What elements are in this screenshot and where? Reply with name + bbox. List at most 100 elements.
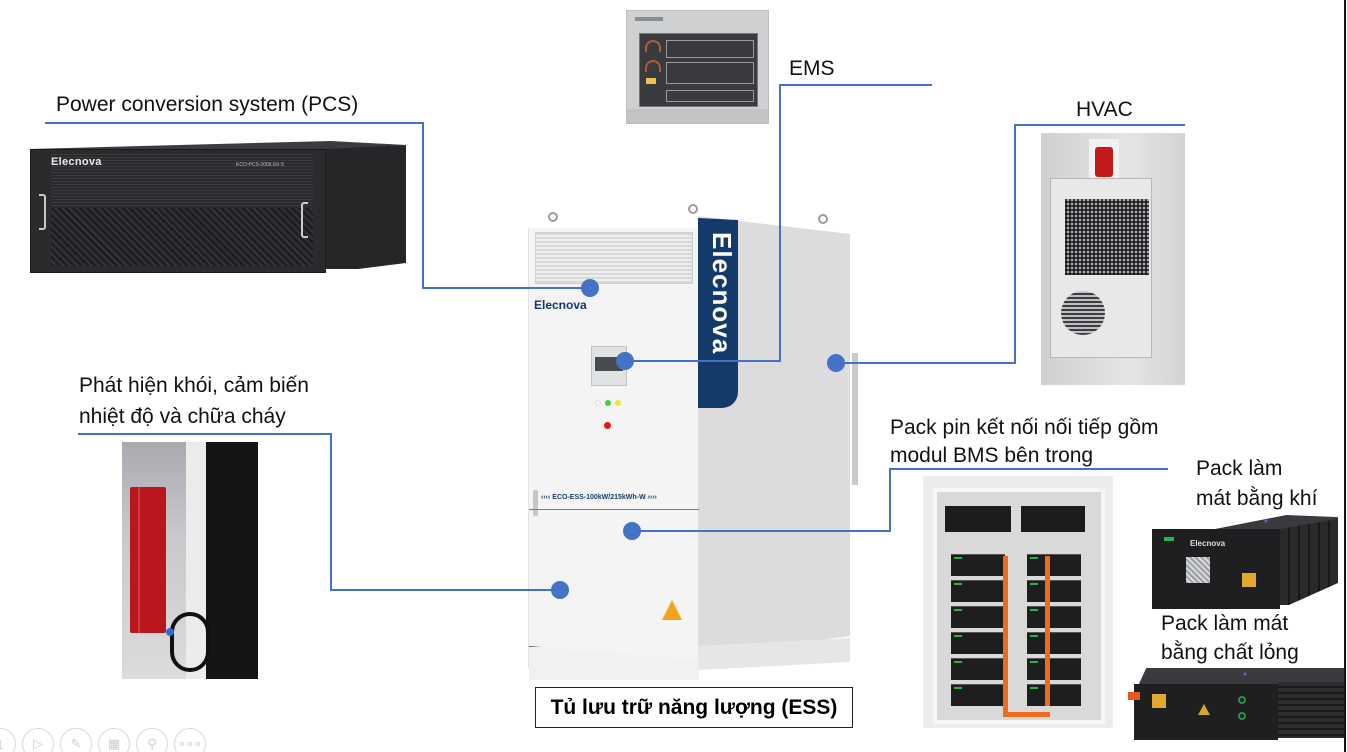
label-ems: EMS	[789, 57, 835, 80]
pcs-handle	[39, 194, 46, 230]
slide-right-border	[1344, 0, 1346, 752]
battery-module	[1027, 632, 1081, 654]
more-options-button[interactable]: ∘∘∘	[174, 728, 206, 752]
label-fire-line2: nhiệt độ và chữa cháy	[79, 405, 286, 428]
warning-triangle-icon	[1198, 704, 1210, 715]
pcs-image: Elecnova ECO-PCS-200/LE6-S	[30, 141, 410, 283]
warning-triangle-icon	[662, 600, 682, 620]
series-cable	[1003, 556, 1008, 716]
battery-module	[1027, 580, 1081, 602]
pen-button[interactable]: ✎	[60, 728, 92, 752]
label-air-pack-line1: Pack làm	[1196, 457, 1283, 480]
fire-cabinet-door	[206, 442, 258, 679]
slides-grid-icon: ▦	[107, 736, 121, 751]
air-cooled-pack-image: Elecnova	[1150, 515, 1338, 613]
pcs-fan-mesh	[51, 208, 313, 266]
coolant-port	[1238, 696, 1246, 704]
fire-suppression-image	[122, 442, 258, 679]
play-icon: ▷	[33, 736, 43, 751]
air-pack-front	[1152, 529, 1280, 609]
battery-module	[1027, 554, 1081, 576]
ess-control-panel	[591, 346, 627, 386]
slides-grid-button[interactable]: ▦	[98, 728, 130, 752]
series-cable	[1045, 556, 1050, 706]
module-tag	[1030, 557, 1038, 559]
lifting-lug	[818, 214, 828, 224]
label-liquid-pack-line1: Pack làm mát	[1161, 612, 1289, 635]
previous-slide-icon: 1	[0, 737, 4, 752]
series-cable	[1003, 712, 1050, 717]
emergency-stop-button	[604, 422, 611, 429]
previous-slide-button[interactable]: 1	[0, 728, 16, 752]
liquid-pack-side	[1278, 682, 1344, 738]
hvac-grille	[1065, 199, 1149, 275]
hvac-image	[1041, 133, 1185, 385]
ems-gauge	[645, 40, 661, 52]
ess-front-door: Elecnova ‹‹‹‹ ECO-ESS-100kW/215kWh-W ›››…	[528, 228, 699, 680]
hvac-fan	[1061, 291, 1105, 335]
pcs-model-label: ECO-PCS-200/LE6-S	[236, 162, 285, 168]
label-liquid-pack-line2: bằng chất lỏng	[1161, 641, 1299, 664]
coolant-port	[1238, 712, 1246, 720]
rack-controller	[1021, 506, 1085, 532]
module-tag	[1030, 687, 1038, 689]
ess-plinth	[529, 646, 699, 680]
play-button[interactable]: ▷	[22, 728, 54, 752]
ems-display	[639, 33, 758, 107]
lifting-lug	[548, 212, 558, 222]
ess-cabinet-image: Elecnova Elecnova ‹‹‹‹ ECO-ESS-100kW/215…	[528, 198, 858, 680]
ess-door-handle	[533, 490, 538, 516]
air-pack-fan	[1186, 557, 1210, 583]
ems-bezel	[627, 109, 768, 123]
battery-module	[951, 580, 1005, 602]
battery-module	[951, 658, 1005, 680]
air-pack-brand: Elecnova	[1190, 539, 1226, 548]
liquid-cooled-pack-image	[1128, 668, 1344, 746]
status-led-green	[605, 400, 611, 406]
module-tag	[1030, 609, 1038, 611]
ess-vent-grille	[535, 232, 693, 284]
module-tag	[1030, 583, 1038, 585]
air-pack-side	[1280, 519, 1338, 605]
zoom-button[interactable]: ⚲	[136, 728, 168, 752]
lifting-lug	[688, 204, 698, 214]
module-tag	[954, 687, 962, 689]
module-tag	[1030, 635, 1038, 637]
pen-icon: ✎	[70, 736, 82, 751]
sensor-cable	[170, 612, 210, 672]
ess-side-hinge	[852, 353, 858, 485]
module-tag	[954, 635, 962, 637]
liquid-pack-power-connector	[1128, 692, 1140, 700]
label-hvac: HVAC	[1076, 98, 1133, 121]
ess-caption: Tủ lưu trữ năng lượng (ESS)	[550, 695, 838, 719]
pcs-side-panel	[326, 145, 406, 269]
pcs-handle	[301, 202, 308, 238]
ess-brand-logo: Elecnova	[534, 298, 587, 312]
presenter-toolbar: 1 ▷ ✎ ▦ ⚲ ∘∘∘	[0, 728, 206, 752]
module-tag	[954, 661, 962, 663]
battery-module	[951, 684, 1005, 706]
fire-extinguisher-unit	[130, 487, 166, 633]
ess-caption-box: Tủ lưu trữ năng lượng (ESS)	[535, 687, 853, 728]
battery-module	[951, 632, 1005, 654]
label-fire-line1: Phát hiện khói, cảm biến	[79, 374, 309, 397]
battery-module	[1027, 658, 1081, 680]
ess-model-label: ‹‹‹‹ ECO-ESS-100kW/215kWh-W ››››	[541, 494, 657, 501]
battery-module	[1027, 606, 1081, 628]
ems-label-plate	[635, 17, 663, 21]
more-options-icon: ∘∘∘	[177, 736, 203, 751]
ems-gauge	[645, 60, 661, 72]
liquid-pack-top	[1138, 668, 1344, 686]
battery-rack-image	[923, 476, 1113, 728]
pcs-front-panel: Elecnova ECO-PCS-200/LE6-S	[30, 149, 326, 273]
alarm-beacon	[1095, 147, 1113, 177]
battery-module	[951, 554, 1005, 576]
label-air-pack-line2: mát bằng khí	[1196, 487, 1318, 510]
module-tag	[954, 609, 962, 611]
air-pack-terminal	[1164, 537, 1174, 541]
status-led-white	[595, 400, 601, 406]
zoom-icon: ⚲	[147, 736, 157, 751]
battery-module	[1027, 684, 1081, 706]
ess-banner-text: Elecnova	[707, 232, 737, 355]
ess-door-divider	[529, 509, 699, 510]
